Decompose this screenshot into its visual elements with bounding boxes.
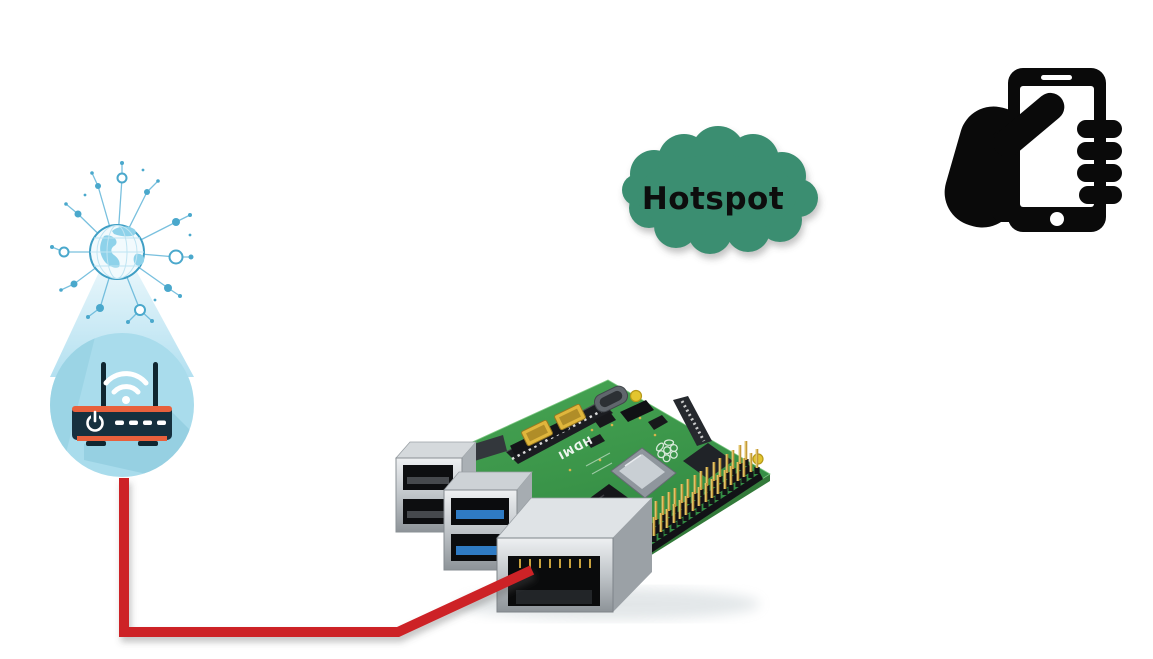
raspberry-pi-logo	[655, 439, 678, 463]
micro-hdmi-port	[554, 403, 586, 431]
router-to-pi-cable	[119, 478, 535, 637]
finger	[1077, 142, 1122, 160]
hand-phone-icon	[944, 68, 1122, 232]
hotspot-label: Hotspot	[642, 181, 784, 217]
pi-cpu	[610, 447, 677, 499]
finger	[1077, 120, 1122, 138]
wifi-router-badge	[50, 333, 194, 477]
finger	[1077, 164, 1122, 182]
internet-globe-icon	[50, 161, 194, 324]
thumb	[993, 92, 1065, 157]
ethernet-port	[496, 497, 653, 613]
finger	[1079, 186, 1122, 204]
wifi-icon	[103, 371, 149, 395]
power-icon	[86, 410, 104, 432]
micro-hdmi-port-2	[521, 419, 553, 447]
phone-home-button	[1050, 212, 1064, 226]
router-icon	[72, 362, 172, 446]
network-nodes	[50, 161, 194, 324]
phone-speaker	[1041, 75, 1072, 80]
usb-c-port	[593, 385, 629, 413]
hotspot-cloud: Hotspot	[622, 126, 818, 254]
gpio-header	[621, 441, 763, 563]
